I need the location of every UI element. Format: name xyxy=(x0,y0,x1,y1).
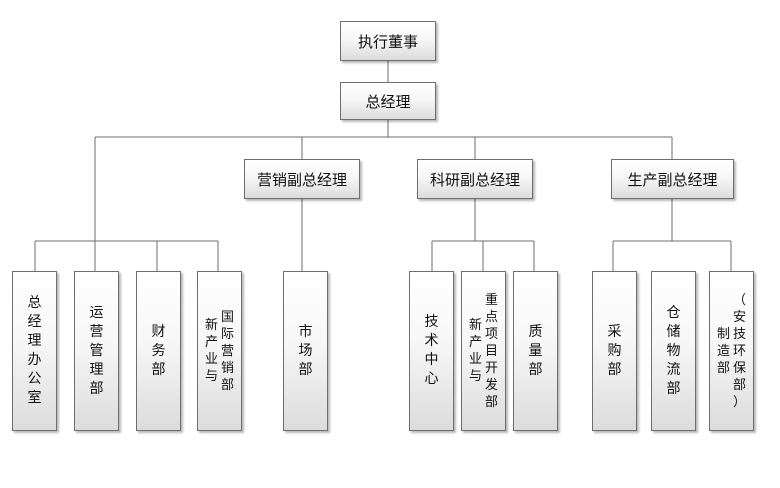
node-finance: 财务部 xyxy=(136,271,181,431)
vertical-label: 仓储物流部 xyxy=(666,304,681,397)
node-vp-production: 生产副总经理 xyxy=(611,159,734,199)
vertical-label: 财务部 xyxy=(151,323,166,378)
node-label: 生产副总经理 xyxy=(627,170,718,189)
vertical-label: 运营管理部 xyxy=(89,304,104,397)
node-label: 科研副总经理 xyxy=(429,170,520,189)
vertical-label: 新产业与 xyxy=(468,318,482,384)
vertical-label: 制造部 xyxy=(716,326,730,376)
vertical-label: （安技环保部） xyxy=(733,292,747,410)
node-key-projects: 重点项目开发部 新产业与 xyxy=(461,271,506,431)
node-operations: 运营管理部 xyxy=(74,271,119,431)
node-quality: 质量部 xyxy=(513,271,558,431)
node-gm-office: 总经理办公室 xyxy=(12,271,57,431)
vertical-label: 质量部 xyxy=(528,323,543,378)
node-manufacturing: （安技环保部） 制造部 xyxy=(709,271,754,431)
vertical-label: 国际营销部 xyxy=(221,309,235,393)
node-purchasing: 采购部 xyxy=(592,271,637,431)
node-label: 总经理 xyxy=(365,92,411,111)
node-vp-rd: 科研副总经理 xyxy=(417,159,533,199)
vertical-label: 总经理办公室 xyxy=(27,295,42,406)
vertical-label: 技术中心 xyxy=(424,314,439,387)
node-vp-sales: 营销副总经理 xyxy=(244,159,360,199)
node-storage-logistics: 仓储物流部 xyxy=(651,271,696,431)
node-intl-marketing: 国际营销部 新产业与 xyxy=(197,271,242,431)
vertical-label: 市场部 xyxy=(298,323,313,378)
node-label: 执行董事 xyxy=(357,32,418,51)
vertical-label: 采购部 xyxy=(607,323,622,378)
node-market: 市场部 xyxy=(283,271,328,431)
node-general-manager: 总经理 xyxy=(340,82,436,120)
node-tech-center: 技术中心 xyxy=(409,271,454,431)
vertical-label: 重点项目开发部 xyxy=(485,292,499,410)
node-executive-director: 执行董事 xyxy=(340,21,436,61)
node-label: 营销副总经理 xyxy=(256,170,347,189)
vertical-label: 新产业与 xyxy=(204,318,218,384)
